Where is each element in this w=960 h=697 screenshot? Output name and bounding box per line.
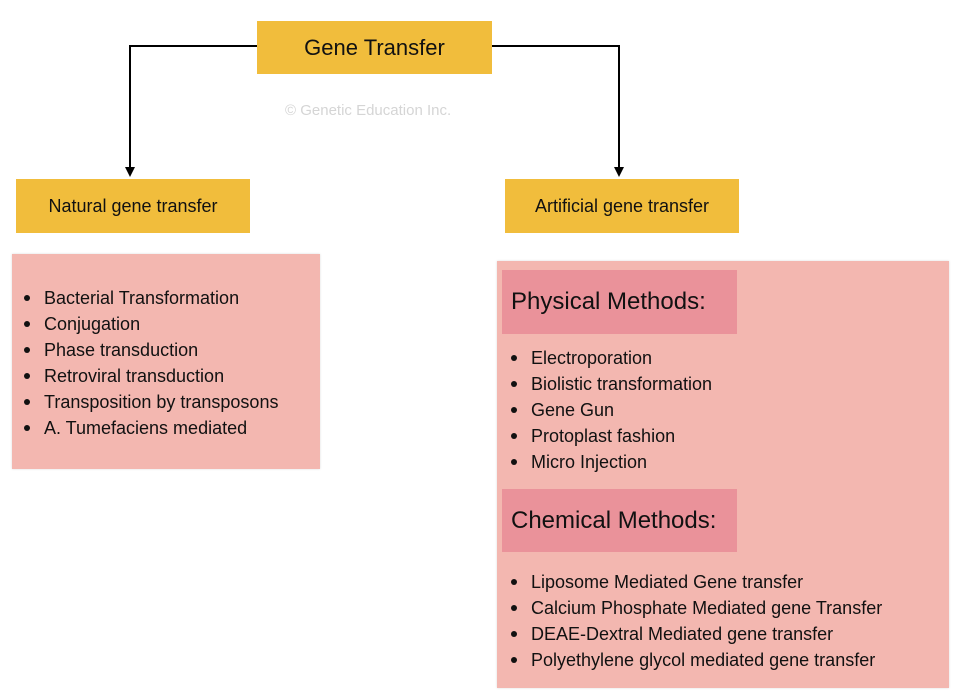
natural-node-label: Natural gene transfer <box>48 195 218 216</box>
list-item: Protoplast fashion <box>511 423 712 449</box>
list-item: Gene Gun <box>511 397 712 423</box>
natural-methods-list: Bacterial Transformation Conjugation Pha… <box>24 285 278 441</box>
physical-methods-heading: Physical Methods: <box>502 270 737 334</box>
chemical-methods-heading: Chemical Methods: <box>502 489 737 552</box>
list-item: Polyethylene glycol mediated gene transf… <box>511 647 882 673</box>
list-item: Retroviral transduction <box>24 363 278 389</box>
natural-gene-transfer-node: Natural gene transfer <box>16 179 250 233</box>
connector-root-to-natural <box>125 45 257 177</box>
physical-methods-heading-text: Physical Methods: <box>511 288 706 315</box>
root-node-label: Gene Transfer <box>304 34 445 60</box>
list-item: Transposition by transposons <box>24 389 278 415</box>
list-item: DEAE-Dextral Mediated gene transfer <box>511 621 882 647</box>
root-node-gene-transfer: Gene Transfer <box>257 21 492 74</box>
list-item: Calcium Phosphate Mediated gene Transfer <box>511 595 882 621</box>
list-item: Liposome Mediated Gene transfer <box>511 569 882 595</box>
list-item: Micro Injection <box>511 449 712 475</box>
list-item: Biolistic transformation <box>511 371 712 397</box>
watermark-text: © Genetic Education Inc. <box>285 102 452 119</box>
chemical-methods-list: Liposome Mediated Gene transfer Calcium … <box>511 569 882 673</box>
list-item: Conjugation <box>24 311 278 337</box>
connector-root-to-artificial <box>492 45 624 177</box>
list-item: A. Tumefaciens mediated <box>24 415 278 441</box>
artificial-node-label: Artificial gene transfer <box>534 195 710 216</box>
natural-methods-panel: Bacterial Transformation Conjugation Pha… <box>12 254 320 469</box>
physical-methods-list: Electroporation Biolistic transformation… <box>511 345 712 475</box>
list-item: Phase transduction <box>24 337 278 363</box>
chemical-methods-heading-text: Chemical Methods: <box>511 506 717 534</box>
artificial-gene-transfer-node: Artificial gene transfer <box>505 179 739 233</box>
list-item: Bacterial Transformation <box>24 285 278 311</box>
artificial-methods-panel: Physical Methods: Electroporation Biolis… <box>497 261 949 688</box>
list-item: Electroporation <box>511 345 712 371</box>
